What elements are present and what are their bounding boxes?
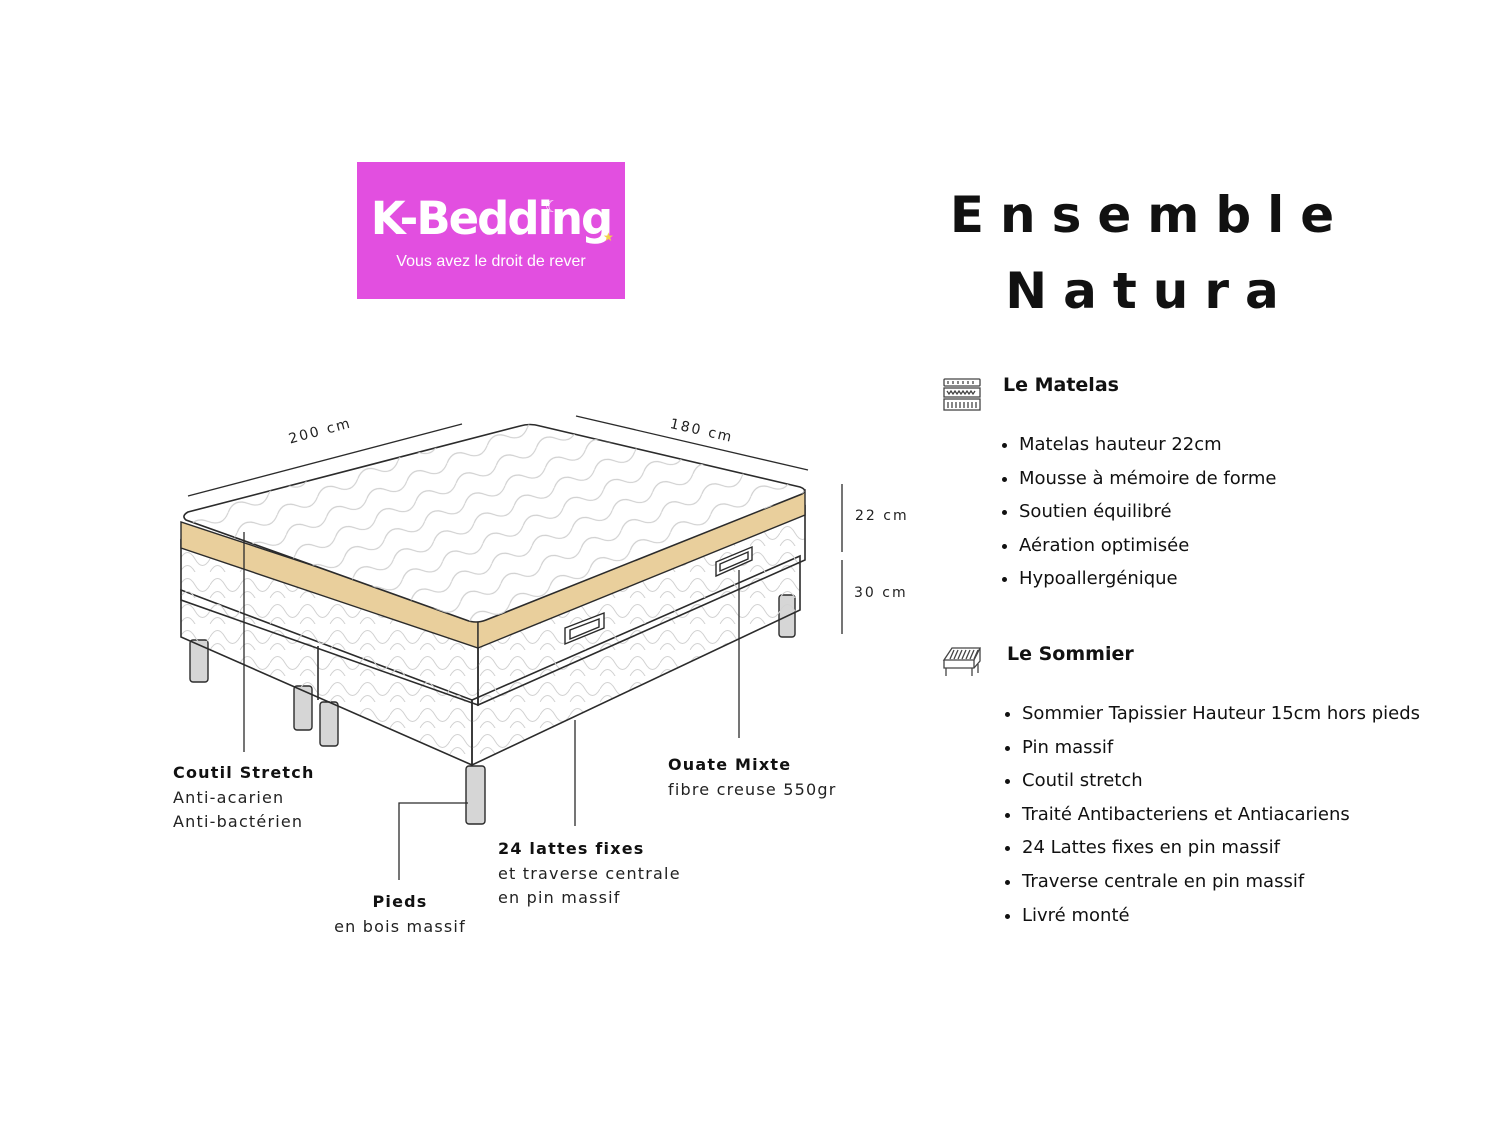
- callout-coutil-line1: Anti-acarien: [173, 787, 285, 807]
- mattress-handles: [564, 545, 753, 646]
- list-item: Coutil stretch: [1005, 764, 1420, 798]
- brand-name: K-Bedding: [370, 192, 614, 245]
- matelas-features-list: Matelas hauteur 22cm Mousse à mémoire de…: [1002, 428, 1276, 596]
- list-item: Traité Antibacteriens et Antiacariens: [1005, 798, 1420, 832]
- list-item: Aération optimisée: [1002, 529, 1276, 563]
- callout-ouate: Ouate Mixte fibre creuse 550gr: [668, 753, 837, 802]
- bed-diagram: [180, 415, 843, 880]
- brand-logo: K-Bedding ☾ ★ Vous avez le droit de reve…: [357, 162, 625, 299]
- sommier-heading: Le Sommier: [1007, 643, 1134, 665]
- product-title-line-2: Natura: [1005, 262, 1295, 320]
- callout-coutil-title: Coutil Stretch: [173, 763, 315, 782]
- list-item: Pin massif: [1005, 731, 1420, 765]
- star-icon: ★: [603, 230, 614, 244]
- sommier-features-list: Sommier Tapissier Hauteur 15cm hors pied…: [1005, 697, 1420, 932]
- mattress-icon: [943, 378, 981, 411]
- list-item: Traverse centrale en pin massif: [1005, 865, 1420, 899]
- bed-legs: [189, 594, 796, 825]
- callout-pieds: Pieds en bois massif: [330, 890, 470, 939]
- callout-lattes-line2: en pin massif: [498, 888, 621, 907]
- callout-pieds-line1: en bois massif: [334, 916, 466, 936]
- base-height-label: 30 cm: [854, 585, 908, 601]
- callout-ouate-line1: fibre creuse 550gr: [668, 779, 837, 799]
- list-item: Mousse à mémoire de forme: [1002, 462, 1276, 496]
- bed-base-icon: [942, 647, 982, 676]
- callout-lattes-title: 24 lattes fixes: [498, 839, 645, 858]
- moon-icon: ☾: [545, 197, 560, 216]
- callout-lattes: 24 lattes fixes et traverse centrale en …: [498, 837, 681, 911]
- matelas-heading: Le Matelas: [1003, 374, 1119, 396]
- product-title-line-1: Ensemble: [949, 186, 1351, 244]
- callout-lattes-line1: et traverse centrale: [498, 863, 681, 883]
- list-item: Hypoallergénique: [1002, 562, 1276, 596]
- mattress-height-label: 22 cm: [855, 508, 909, 524]
- list-item: Livré monté: [1005, 899, 1420, 933]
- callout-coutil-line2: Anti-bactérien: [173, 812, 304, 831]
- callout-lines: [243, 532, 740, 880]
- dimension-lines: [187, 415, 843, 634]
- list-item: Matelas hauteur 22cm: [1002, 428, 1276, 462]
- brand-tagline: Vous avez le droit de rever: [396, 253, 586, 270]
- list-item: Sommier Tapissier Hauteur 15cm hors pied…: [1005, 697, 1420, 731]
- callout-coutil: Coutil Stretch Anti-acarien Anti-bactéri…: [173, 761, 315, 835]
- callout-pieds-title: Pieds: [372, 892, 428, 911]
- list-item: Soutien équilibré: [1002, 495, 1276, 529]
- bed-base: [180, 554, 801, 767]
- list-item: 24 Lattes fixes en pin massif: [1005, 831, 1420, 865]
- callout-ouate-title: Ouate Mixte: [668, 755, 792, 774]
